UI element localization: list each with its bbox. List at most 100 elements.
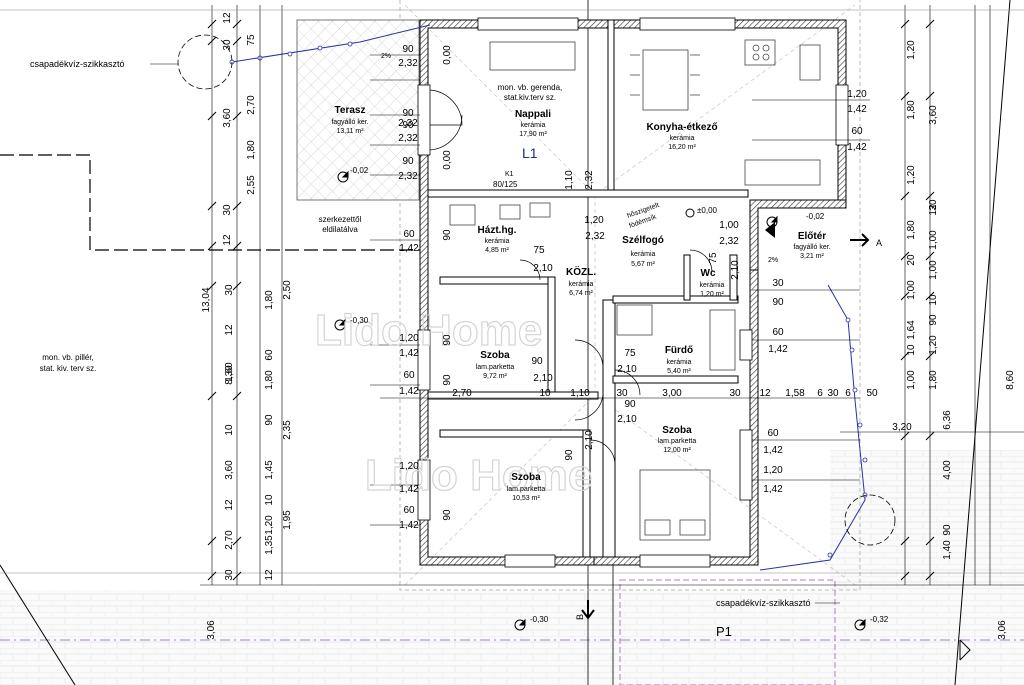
dimension-label: 90 [442, 509, 453, 521]
room-material: lam.parketta [658, 438, 697, 445]
section-markers [581, 233, 870, 620]
dimension-label: 2,35 [282, 420, 293, 440]
room-kozl: KÖZL. kerámia 6,74 m² [566, 265, 596, 297]
room-name: Nappali [515, 109, 551, 120]
dimension-label: 90 [624, 399, 636, 410]
dimension-label: 3,20 [892, 422, 912, 433]
section-a-label: A [876, 238, 882, 248]
room-material: fagyálló ker. [331, 119, 368, 126]
dimension-label: 2,10 [533, 373, 553, 384]
dimension-label: 10 [906, 344, 917, 356]
room-area: 17,90 m² [519, 131, 547, 138]
room-name: Szélfogó [622, 235, 664, 246]
dimension-label: 1,00 [719, 220, 739, 231]
level-terrace: -0,02 [350, 166, 369, 175]
dimension-label: 2,32 [398, 133, 418, 144]
struct-note-2: eldilatálva [322, 225, 358, 234]
dimension-label: 0,00 [442, 150, 453, 170]
dimension-label: 1,42 [399, 348, 419, 359]
level-right-bottom: -0,32 [870, 615, 889, 624]
dimension-label: 3,06 [206, 620, 217, 640]
beam-note-2: stat.kiv.terv sz. [504, 93, 556, 102]
dimension-label: 1,20 [906, 40, 917, 60]
dimension-label: 75 [624, 348, 636, 359]
level-left: -0,30 [350, 316, 369, 325]
room-area: 4,85 m² [485, 247, 509, 254]
dimension-label: 10 [928, 294, 939, 306]
room-nappali: Nappali kerámia 17,90 m² [515, 109, 551, 138]
dimension-label: 2,32 [398, 171, 418, 182]
dimension-label: 60 [851, 126, 863, 137]
room-area: 13,11 m² [336, 128, 364, 135]
furniture [449, 39, 821, 541]
dimension-label: 1,20 [264, 515, 275, 535]
dimension-label: 1,35 [264, 535, 275, 555]
dimension-label: 75 [708, 252, 719, 264]
dimension-label: 3,60 [224, 460, 235, 480]
level-zero: ±0,00 [697, 206, 718, 215]
dimension-label: 2,70 [224, 530, 235, 550]
dimension-lines [0, 5, 1024, 586]
pillar-note-1: mon. vb. pillér, [42, 353, 94, 362]
terrace [296, 19, 420, 201]
dimension-label: 2,10 [533, 263, 553, 274]
room-material: kerámia [569, 281, 594, 288]
room-area: 5,40 m² [667, 368, 691, 375]
room-szoba-3: Szoba lam.parketta 10,53 m² [507, 472, 546, 502]
room-material: kerámia [700, 282, 725, 289]
room-szoba-1: Szoba lam.parketta 9,72 m² [476, 350, 515, 380]
dimension-label: 1,80 [264, 370, 275, 390]
dimension-label: 1,20 [399, 333, 419, 344]
dimension-label: 4,00 [942, 460, 953, 480]
dimension-label: 1,42 [763, 484, 783, 495]
dimension-label: 1,42 [399, 520, 419, 531]
dimension-label: 30 [224, 284, 235, 296]
slope-terrace: 2% [381, 53, 391, 60]
room-name: Házt.hg. [478, 225, 517, 236]
room-terasz: Terasz fagyálló ker. 13,11 m² [331, 105, 368, 135]
dimension-label: 12 [224, 499, 235, 511]
dimension-label: 3,60 [222, 108, 233, 128]
dimension-label: 60 [403, 229, 415, 240]
dimension-label: 1,64 [906, 320, 917, 340]
dimension-label: 1,00 [906, 370, 917, 390]
roof-outline [399, 0, 861, 591]
room-material: fagyálló ker. [793, 244, 830, 251]
dimension-label: 1,00 [906, 280, 917, 300]
dimension-label: 1,80 [906, 220, 917, 240]
room-name: Terasz [335, 105, 366, 116]
dimension-label: 90 [442, 229, 453, 241]
room-area: 10,53 m² [512, 495, 540, 502]
dimension-label: 1,80 [246, 140, 257, 160]
room-wc: Wc kerámia 1,20 m² [700, 268, 725, 298]
dimension-label: 10 [539, 388, 551, 399]
room-material: lam.parketta [507, 486, 546, 493]
room-name: Előtér [798, 231, 826, 242]
dimension-label: 60 [403, 505, 415, 516]
dimension-label: 1,20 [906, 165, 917, 185]
dimension-label: 60 [772, 327, 784, 338]
level-markers [334, 170, 866, 631]
room-area: 12,00 m² [663, 447, 691, 454]
room-material: kerámia [670, 135, 695, 142]
room-name: Fürdő [665, 345, 693, 356]
dimension-label: 2,70 [246, 95, 257, 115]
dimension-label: 1,80 [906, 100, 917, 120]
dashed-axis-line [0, 154, 420, 251]
dimension-label: 30 [729, 388, 741, 399]
dimension-label: 1,42 [768, 344, 788, 355]
dimension-label: 2,10 [617, 364, 637, 375]
entrance-wall [749, 199, 847, 271]
site-boundary-right [954, 0, 1011, 685]
dimension-label: 60 [767, 428, 779, 439]
dimension-label: 1,00 [928, 260, 939, 280]
dimension-label: 6 [817, 388, 823, 399]
dimension-label: 90 [264, 414, 275, 426]
window-code: K1 [505, 171, 514, 178]
dimension-label: 60 [264, 349, 275, 361]
dimension-label: 1,42 [847, 142, 867, 153]
pillar-note-2: stat. kiv. terv sz. [40, 364, 97, 373]
dimension-label: 2,70 [452, 388, 472, 399]
room-eloter: Előtér fagyálló ker. 3,21 m² [793, 231, 830, 260]
room-name: KÖZL. [566, 265, 596, 278]
